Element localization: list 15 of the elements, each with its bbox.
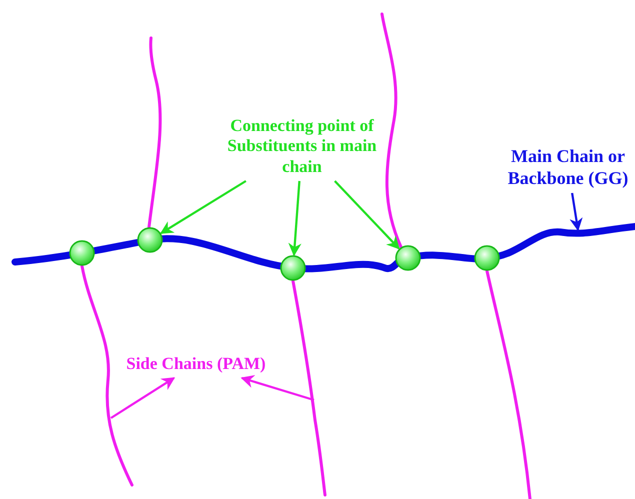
side-chain-line — [148, 36, 162, 228]
leader-arrow — [334, 180, 400, 250]
side-chain-line — [292, 280, 326, 496]
leader-arrow — [160, 180, 246, 234]
annotation-label: Main Chain or Backbone (GG) — [498, 146, 635, 190]
leader-arrow — [570, 192, 583, 232]
annotation-label: Side Chains (PAM) — [96, 354, 296, 374]
leader-arrow — [288, 180, 302, 256]
side-chain-line — [380, 12, 402, 248]
leader-arrow — [240, 375, 314, 402]
leader-arrow — [110, 377, 176, 419]
backbone-line — [12, 222, 635, 272]
side-chain-line — [486, 270, 532, 499]
junction-dot — [280, 255, 306, 281]
annotation-label: Connecting point of Substituents in main chain — [212, 116, 392, 178]
